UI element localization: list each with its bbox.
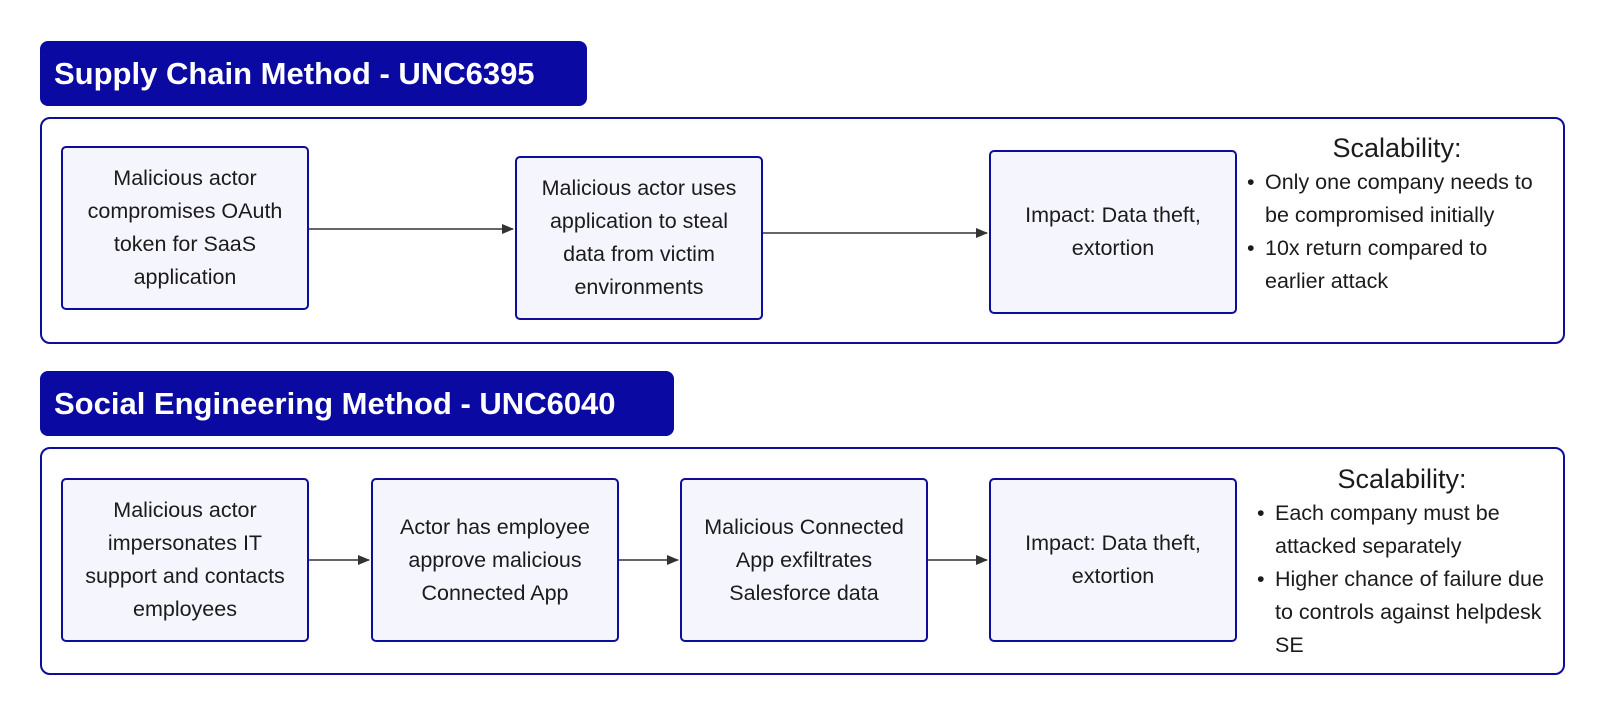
- scalability-point: Each company must be attacked separately: [1257, 497, 1547, 563]
- social-engineering-step-4: Impact: Data theft, extortion: [989, 478, 1237, 642]
- scalability-list: Each company must be attacked separately…: [1257, 497, 1547, 662]
- social-engineering-step-2: Actor has employee approve malicious Con…: [371, 478, 619, 642]
- social-engineering-scalability: Scalability: Each company must be attack…: [1257, 461, 1547, 662]
- supply-chain-step-3: Impact: Data theft, extortion: [989, 150, 1237, 314]
- scalability-title: Scalability:: [1337, 464, 1467, 494]
- scalability-point: Only one company needs to be compromised…: [1247, 166, 1547, 232]
- supply-chain-scalability: Scalability: Only one company needs to b…: [1247, 130, 1547, 298]
- scalability-point: Higher chance of failure due to controls…: [1257, 563, 1547, 662]
- social-engineering-step-1: Malicious actor impersonates IT support …: [61, 478, 309, 642]
- social-engineering-title: Social Engineering Method - UNC6040: [40, 371, 674, 436]
- scalability-point: 10x return compared to earlier attack: [1247, 232, 1547, 298]
- scalability-list: Only one company needs to be compromised…: [1247, 166, 1547, 298]
- supply-chain-title: Supply Chain Method - UNC6395: [40, 41, 587, 106]
- supply-chain-step-1: Malicious actor compromises OAuth token …: [61, 146, 309, 310]
- supply-chain-step-2: Malicious actor uses application to stea…: [515, 156, 763, 320]
- scalability-title: Scalability:: [1332, 133, 1462, 163]
- social-engineering-step-3: Malicious Connected App exfiltrates Sale…: [680, 478, 928, 642]
